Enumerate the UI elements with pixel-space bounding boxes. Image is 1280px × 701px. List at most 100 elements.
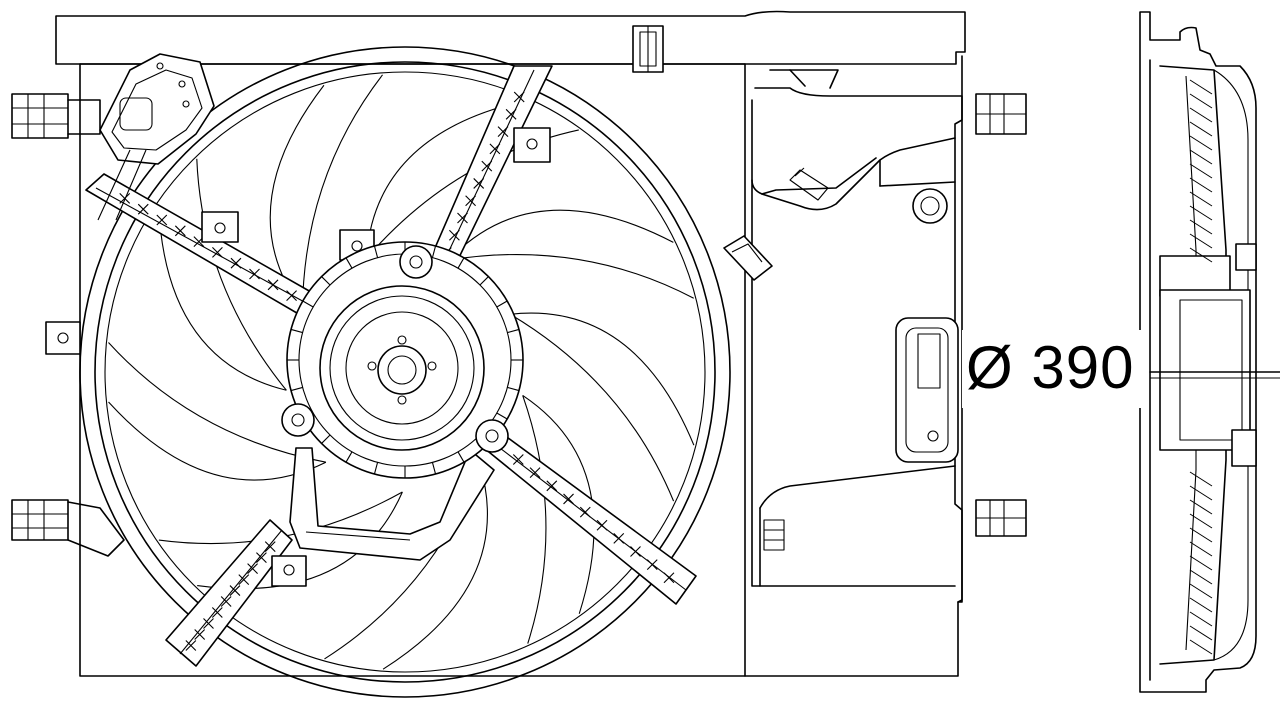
section-hatch-line <box>1189 611 1213 627</box>
arm-x-mark <box>529 467 541 479</box>
motor-rib <box>345 257 353 269</box>
arm-x-mark <box>497 126 509 137</box>
side-view-hatching <box>1189 79 1213 655</box>
fan-blade-edge <box>158 204 287 391</box>
motor-rib <box>290 386 303 392</box>
shroud-frame <box>55 10 966 677</box>
arm-x-mark <box>465 195 476 207</box>
mounting-tab-top-right <box>975 93 1027 135</box>
arm-x-mark <box>646 559 658 571</box>
side-view <box>1139 11 1280 693</box>
section-hatch-line <box>1189 513 1213 529</box>
section-hatch-line <box>1189 639 1213 655</box>
arm-x-mark <box>230 257 242 269</box>
motor-rib <box>302 300 314 308</box>
motor-rib <box>321 434 331 444</box>
section-hatch-line <box>1189 107 1213 123</box>
arm-x-mark <box>613 532 625 544</box>
mounting-tab-bottom-left <box>11 499 125 557</box>
arm-x-mark <box>563 493 574 505</box>
motor-rib <box>479 276 489 286</box>
arm-hatching <box>119 91 675 651</box>
motor-rib <box>345 451 353 463</box>
arm-x-mark <box>489 143 501 155</box>
motor-hub <box>286 241 524 479</box>
fan-ring <box>79 46 731 698</box>
section-hatch-line <box>1189 149 1213 165</box>
section-hatch-line <box>1189 177 1213 193</box>
motor-rib <box>373 462 379 475</box>
mount-screws <box>281 245 509 453</box>
arm-x-mark <box>264 541 276 553</box>
fan-blade-edge <box>448 209 674 261</box>
section-hatch-line <box>1189 247 1213 263</box>
fan-blade-trailing <box>196 158 287 391</box>
arm-x-mark <box>630 546 641 557</box>
arm-x-mark <box>174 225 186 237</box>
arm-x-mark <box>473 178 485 189</box>
motor-rib <box>457 257 465 269</box>
arm-x-mark <box>663 572 675 584</box>
arm-x-mark <box>185 640 197 651</box>
arm-x-mark <box>194 629 206 640</box>
section-hatch-line <box>1189 569 1213 585</box>
section-hatch-line <box>1189 93 1213 109</box>
section-hatch-line <box>1189 499 1213 515</box>
section-hatch-line <box>1189 163 1213 179</box>
fan-blade-edge <box>522 394 595 614</box>
motor-rib <box>373 245 379 258</box>
motor-rib <box>496 300 508 308</box>
arm-x-mark <box>249 268 260 280</box>
fan-blade-trailing <box>301 74 383 310</box>
section-hatch-line <box>1189 79 1213 95</box>
arm-x-mark <box>512 454 524 465</box>
motor-rib <box>496 412 508 420</box>
arm-x-mark <box>256 552 267 564</box>
arm-x-mark <box>546 480 558 492</box>
section-hatch-line <box>1189 527 1213 543</box>
motor-rib <box>290 328 303 334</box>
fan-blade-edge <box>510 312 695 446</box>
section-hatch-line <box>1189 541 1213 557</box>
fan-blade-edge <box>382 465 488 670</box>
section-hatch-line <box>1189 485 1213 501</box>
arm-x-mark <box>286 290 297 301</box>
section-hatch-line <box>1189 121 1213 137</box>
mounting-tab-top-left <box>11 93 101 139</box>
arm-x-mark <box>156 214 168 226</box>
arm-x-mark <box>238 574 250 585</box>
arm-x-mark <box>513 91 525 103</box>
motor-rib <box>507 386 520 392</box>
motor-rib <box>507 328 520 334</box>
fan-blade-trailing <box>448 254 694 299</box>
arm-x-mark <box>229 585 241 596</box>
fan-blade-trailing <box>108 342 326 463</box>
arm-x-mark <box>137 203 149 215</box>
diameter-dimension <box>962 330 1144 408</box>
arm-x-mark <box>449 229 460 241</box>
arm-x-mark <box>457 212 468 224</box>
section-hatch-line <box>1189 625 1213 641</box>
section-hatch-line <box>1189 191 1213 207</box>
motor-rib <box>431 462 437 475</box>
motor-rib <box>431 245 437 258</box>
arm-x-mark <box>220 596 232 607</box>
electrical-connector <box>97 53 215 221</box>
arm-x-mark <box>481 160 493 172</box>
section-hatch-line <box>1189 219 1213 235</box>
arm-x-mark <box>203 618 214 629</box>
mounting-tab-bottom-right <box>975 499 1027 537</box>
fan-blade-trailing <box>509 313 675 502</box>
section-hatch-line <box>1189 233 1213 249</box>
side-lug-left <box>45 321 81 355</box>
fan-blade-trailing <box>522 395 547 644</box>
arm-x-mark <box>505 108 517 120</box>
motor-rib <box>457 451 465 463</box>
arm-x-mark <box>579 506 591 518</box>
motor-rib <box>321 276 331 286</box>
arm-x-mark <box>247 563 258 574</box>
section-hatch-line <box>1189 135 1213 151</box>
arm-x-mark <box>596 519 608 531</box>
arm-x-mark <box>211 607 223 618</box>
